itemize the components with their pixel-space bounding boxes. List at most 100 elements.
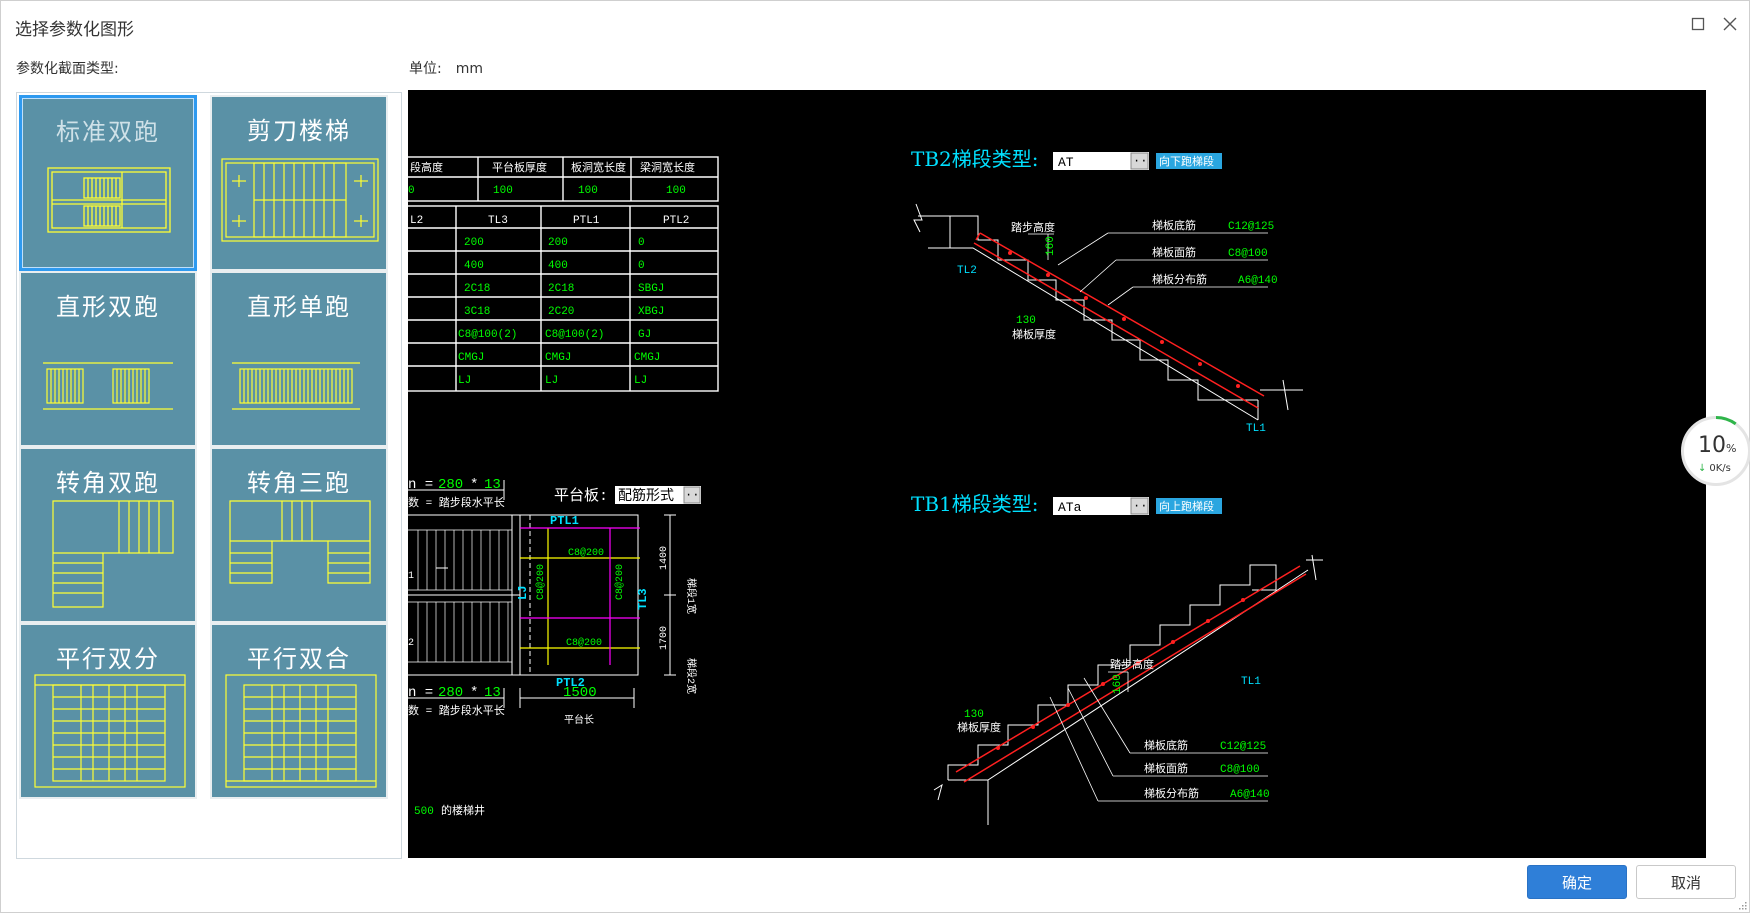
- ellipsis-icon: ···: [685, 488, 707, 502]
- straight-double-run-icon: [43, 362, 173, 410]
- section-type-label: 参数化截面类型:: [16, 61, 119, 77]
- c8-left: C8@200: [535, 564, 547, 600]
- tb1-dim-160: 160: [1112, 674, 1124, 694]
- speed-percent: 10%: [1698, 433, 1736, 458]
- tile-label: 转角双跑: [56, 469, 160, 497]
- corner-double-run-icon: [52, 500, 174, 608]
- close-icon[interactable]: [1717, 11, 1743, 37]
- run-mark-1: 1: [408, 571, 414, 582]
- tb2-value: AT: [1058, 155, 1074, 170]
- speed-rate: ↓0K/s: [1698, 463, 1731, 474]
- tile-straight-double-run[interactable]: 直形双跑: [19, 271, 197, 447]
- n2-desc: 数 = 踏步段水平长: [408, 703, 505, 718]
- c8-right: C8@200: [614, 564, 626, 600]
- tb1-picker-button[interactable]: [1130, 497, 1149, 515]
- tile-corner-double-run[interactable]: 转角双跑: [19, 447, 197, 623]
- tile-label: 转角三跑: [247, 469, 351, 497]
- tb2-dim-160: 160: [1045, 236, 1057, 256]
- unit-label: 单位: mm: [409, 58, 483, 78]
- ellipsis-icon: ···: [1133, 499, 1155, 513]
- platform-label: 平台板:: [554, 486, 608, 505]
- unit-label-text: 单位:: [409, 61, 442, 77]
- tb1-input[interactable]: [1053, 497, 1149, 515]
- t2-cell: 2C20: [548, 306, 574, 318]
- tile-standard-double-run[interactable]: 标准双跑: [19, 95, 197, 271]
- tb2-dist-bar: 梯板分布筋: [1152, 272, 1207, 287]
- tb2-bottom-bar-val: C12@125: [1228, 221, 1274, 233]
- n1-prefix: n =: [408, 477, 433, 493]
- t2-cell: CMGJ: [545, 352, 571, 364]
- tb1-up-run-button[interactable]: [1156, 498, 1222, 514]
- unit-value: mm: [455, 61, 483, 77]
- n2-mult: *: [470, 685, 478, 701]
- t2-cell: 0: [638, 237, 645, 249]
- n1-value: 280: [438, 477, 463, 493]
- resize-grip-icon[interactable]: [1737, 900, 1747, 910]
- t1-header-3: 梁洞宽长度: [640, 160, 695, 175]
- t2-cell: 200: [548, 237, 568, 249]
- tb2-down-run-button[interactable]: [1156, 153, 1222, 169]
- tile-label: 平行双合: [247, 645, 351, 673]
- tb2-top-bar-val: C8@100: [1228, 248, 1268, 260]
- parallel-split-icon: [34, 674, 186, 788]
- well-label: 的楼梯井: [441, 803, 485, 818]
- network-speed-widget[interactable]: 10% ↓0K/s: [1681, 416, 1750, 486]
- tb1-tl1: TL1: [1241, 676, 1261, 688]
- t1-value-0: 0: [408, 185, 415, 197]
- tile-label: 平行双分: [56, 645, 160, 673]
- tb2-label: TB2梯段类型:: [911, 147, 1039, 171]
- dim-1500: 1500: [563, 685, 597, 701]
- platform-input[interactable]: [615, 486, 701, 504]
- t2-cell: C8@100(2): [458, 329, 517, 341]
- ok-button[interactable]: 确定: [1527, 865, 1627, 899]
- cancel-button[interactable]: 取消: [1636, 865, 1736, 899]
- n1-desc: 数 = 踏步段水平长: [408, 495, 505, 510]
- t1-value-1: 100: [493, 185, 513, 197]
- tb2-step-height: 踏步高度: [1011, 220, 1055, 235]
- cad-drawing: 段高度 平台板厚度 板洞宽长度 梁洞宽长度 L2 TL3 PTL1 PTL2 0…: [408, 147, 1323, 825]
- maximize-icon[interactable]: [1685, 11, 1711, 37]
- tb1-dim-130: 130: [964, 709, 984, 721]
- tile-scissor-stair[interactable]: 剪刀楼梯: [210, 95, 388, 271]
- ptl2-label: PTL2: [556, 676, 585, 690]
- tile-label: 剪刀楼梯: [247, 117, 351, 145]
- progress-ring-icon: [1715, 416, 1737, 426]
- dim-1700: 1700: [659, 626, 670, 650]
- tb2-thickness: 梯板厚度: [1012, 327, 1056, 342]
- lj-label: LJ: [516, 586, 530, 600]
- t2-cell: SBGJ: [638, 283, 664, 295]
- t2-cell: CMGJ: [634, 352, 660, 364]
- t2-cell: 2C18: [548, 283, 574, 295]
- tb1-top-bar: 梯板面筋: [1144, 761, 1188, 776]
- c8-bottom: C8@200: [566, 637, 602, 649]
- tile-parallel-merge[interactable]: 平行双合: [210, 623, 388, 799]
- tb2-dim-130: 130: [1016, 315, 1036, 327]
- ptl1-label: PTL1: [550, 514, 579, 528]
- tb1-bottom-bar: 梯板底筋: [1144, 738, 1188, 753]
- tb1-top-bar-val: C8@100: [1220, 764, 1260, 776]
- tb2-dist-bar-val: A6@140: [1238, 275, 1278, 287]
- tb1-thickness: 梯板厚度: [957, 720, 1001, 735]
- tb2-picker-button[interactable]: [1130, 152, 1149, 170]
- well-value: 500: [414, 806, 434, 818]
- tile-parallel-split[interactable]: 平行双分: [19, 623, 197, 799]
- platform-picker-button[interactable]: [683, 486, 701, 504]
- tile-label: 标准双跑: [56, 118, 160, 146]
- tb1-step-height: 踏步高度: [1110, 657, 1154, 672]
- n2-prefix: n =: [408, 685, 433, 701]
- cad-preview: 段高度 平台板厚度 板洞宽长度 梁洞宽长度 L2 TL3 PTL1 PTL2 0…: [408, 90, 1706, 858]
- standard-double-run-icon: [47, 167, 171, 233]
- run1-width: 梯段1宽: [684, 578, 698, 614]
- n2-value: 280: [438, 685, 463, 701]
- tile-corner-triple-run[interactable]: 转角三跑: [210, 447, 388, 623]
- t2-header-2: PTL1: [573, 215, 600, 227]
- ellipsis-icon: ···: [1133, 154, 1155, 168]
- t2-cell: LJ: [458, 375, 471, 387]
- c8-top: C8@200: [568, 547, 604, 559]
- tb2-input[interactable]: [1053, 152, 1149, 170]
- tile-straight-single-run[interactable]: 直形单跑: [210, 271, 388, 447]
- t2-header-1: TL3: [488, 215, 508, 227]
- tb2-tl2: TL2: [957, 265, 977, 277]
- platform-value: 配筋形式: [618, 487, 674, 505]
